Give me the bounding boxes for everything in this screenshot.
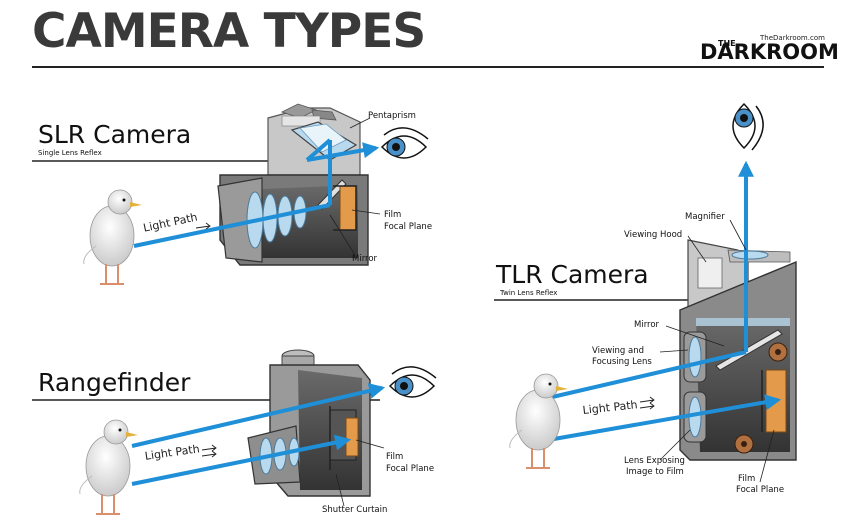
tlr-label-viewing-lens-line2: Focusing Lens: [592, 357, 652, 367]
title-rule: [32, 66, 824, 68]
rangefinder-label-focal-plane: Focal Plane: [386, 464, 435, 474]
brand-logo: THE DARKROOM: [700, 39, 839, 64]
tlr-label-mirror: Mirror: [634, 320, 660, 330]
tlr-seagull: [508, 373, 569, 469]
slr-title: SLR Camera: [38, 120, 192, 149]
rangefinder-eye-icon: [389, 366, 437, 398]
brand-url: TheDarkroom.com: [760, 34, 825, 42]
tlr-title: TLR Camera: [496, 260, 649, 289]
page-title: CAMERA TYPES: [32, 4, 426, 59]
rangefinder-seagull: [78, 419, 139, 515]
slr-label-pentaprism: Pentaprism: [368, 111, 416, 121]
slr-label-mirror: Mirror: [352, 254, 378, 264]
rangefinder-title: Rangefinder: [38, 368, 191, 397]
slr-label-film: Film: [384, 210, 402, 220]
rangefinder-label-film: Film: [386, 452, 404, 462]
brand-the: THE: [718, 39, 736, 48]
tlr-eye-icon: [732, 103, 764, 151]
tlr-subtitle: Twin Lens Reflex: [500, 289, 558, 297]
slr-label-focal-plane: Focal Plane: [384, 222, 433, 232]
slr-seagull: [82, 189, 143, 285]
rangefinder-label-shutter-curtain: Shutter Curtain: [322, 505, 388, 515]
tlr-label-exposing-line2: Image to Film: [626, 467, 684, 477]
tlr-label-magnifier: Magnifier: [685, 212, 725, 222]
tlr-label-focal-plane: Focal Plane: [736, 485, 785, 495]
brand-name: DARKROOM: [700, 40, 839, 64]
slr-subtitle: Single Lens Reflex: [38, 149, 102, 157]
slr-camera-illustration: [133, 103, 380, 266]
tlr-label-viewing-lens-line1: Viewing and: [592, 346, 645, 356]
tlr-label-film: Film: [738, 474, 756, 484]
slr-eye-icon: [381, 127, 429, 159]
rangefinder-illustration: [131, 349, 386, 497]
tlr-label-viewing-hood: Viewing Hood: [624, 230, 683, 240]
tlr-label-exposing-line1: Lens Exposing: [624, 456, 685, 466]
